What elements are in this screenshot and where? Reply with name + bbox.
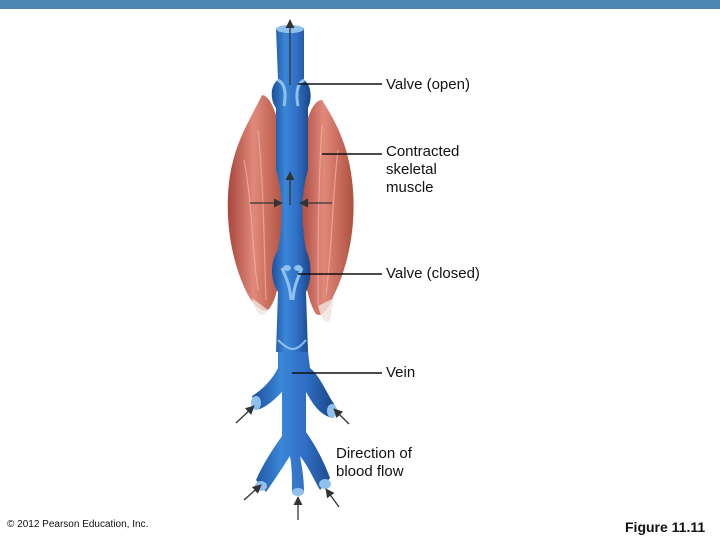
label-vein: Vein xyxy=(386,364,416,381)
top-accent-bar xyxy=(0,0,720,9)
leader-lines xyxy=(292,83,382,374)
open-valve xyxy=(277,78,305,107)
inflow-arrow-right-upper xyxy=(333,408,350,425)
copyright-notice: © 2012 Pearson Education, Inc. xyxy=(7,519,149,530)
label-direction-of-flow: Direction of blood flow xyxy=(336,445,412,480)
flow-arrows xyxy=(235,19,350,520)
inflow-arrow-left-lower xyxy=(243,484,262,501)
inflow-arrow-right-lower xyxy=(325,488,340,508)
label-valve-open: Valve (open) xyxy=(386,76,470,93)
closed-valve xyxy=(277,265,307,350)
label-valve-closed: Valve (closed) xyxy=(386,265,480,282)
label-contracted-muscle: Contracted skeletal muscle xyxy=(386,143,460,196)
inflow-arrow-left-upper xyxy=(235,405,255,424)
figure-number: Figure 11.11 xyxy=(625,519,706,535)
